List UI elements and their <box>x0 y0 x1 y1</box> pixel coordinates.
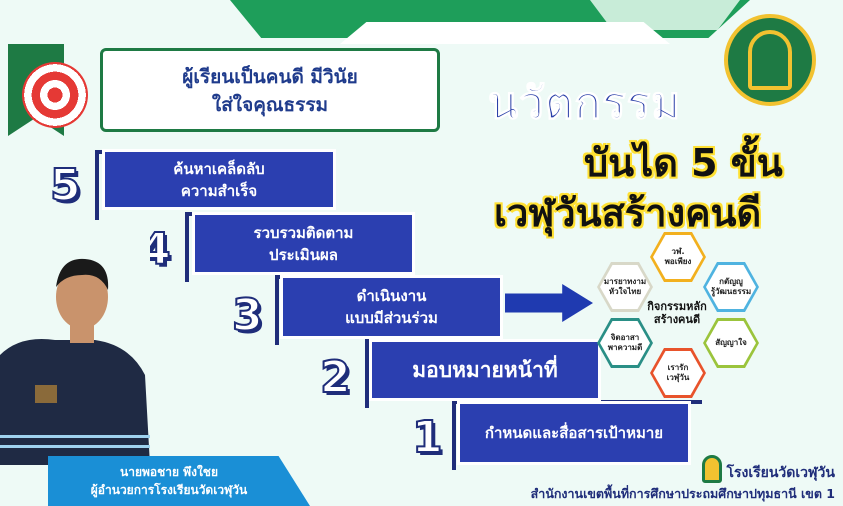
title-innovation: นวัตกรรม <box>487 78 682 130</box>
step-number-2: 2 <box>319 351 352 404</box>
goal-line1: ผู้เรียนเป็นคนดี มีวินัย <box>182 66 358 88</box>
activity-center: กิจกรรมหลักสร้างคนดี <box>647 300 707 326</box>
target-icon <box>22 62 88 128</box>
arrow-right-icon <box>505 284 593 322</box>
step-1: กำหนดและสื่อสารเป้าหมาย <box>460 404 688 462</box>
stair-outline <box>275 275 385 345</box>
stair-outline <box>185 212 295 282</box>
school-name: โรงเรียนวัดเวฬุวัน <box>726 465 835 481</box>
stair-outline <box>452 400 702 470</box>
activity-hex: เรารักเวฬุวัน <box>650 348 706 398</box>
goal-line2: ใส่ใจคุณธรรม <box>211 94 329 116</box>
name-banner: นายพอชาย พึงใชย ผู้อำนวยการโรงเรียนวัดเว… <box>48 456 310 506</box>
person-position: ผู้อำนวยการโรงเรียนวัดเวฬุวัน <box>90 483 248 497</box>
step-number-3: 3 <box>231 289 264 342</box>
step-3: ดำเนินงานแบบมีส่วนร่วม <box>283 278 500 336</box>
person-photo <box>0 235 150 465</box>
title-five-steps: บันได 5 ขั้น <box>584 141 783 185</box>
education-office: สำนักงานเขตพื้นที่การศึกษาประถมศึกษาปทุม… <box>530 486 835 501</box>
school-emblem-icon <box>702 455 722 483</box>
school-logo <box>724 14 816 106</box>
step-number-5: 5 <box>49 159 82 212</box>
step-number-1: 1 <box>411 411 444 464</box>
stair-outline <box>365 338 475 408</box>
step-2: มอบหมายหน้าที่ <box>372 342 598 398</box>
step-5: ค้นหาเคล็ดลับความสำเร็จ <box>105 152 333 207</box>
title-school-good-people: เวฬุวันสร้างคนดี <box>494 191 762 235</box>
step-4: รวบรวมติดตามประเมินผล <box>195 215 412 272</box>
top-banner-inner <box>340 22 670 44</box>
goal-box: ผู้เรียนเป็นคนดี มีวินัย ใส่ใจคุณธรรม <box>100 48 440 132</box>
person-name: นายพอชาย พึงใชย <box>120 465 218 479</box>
